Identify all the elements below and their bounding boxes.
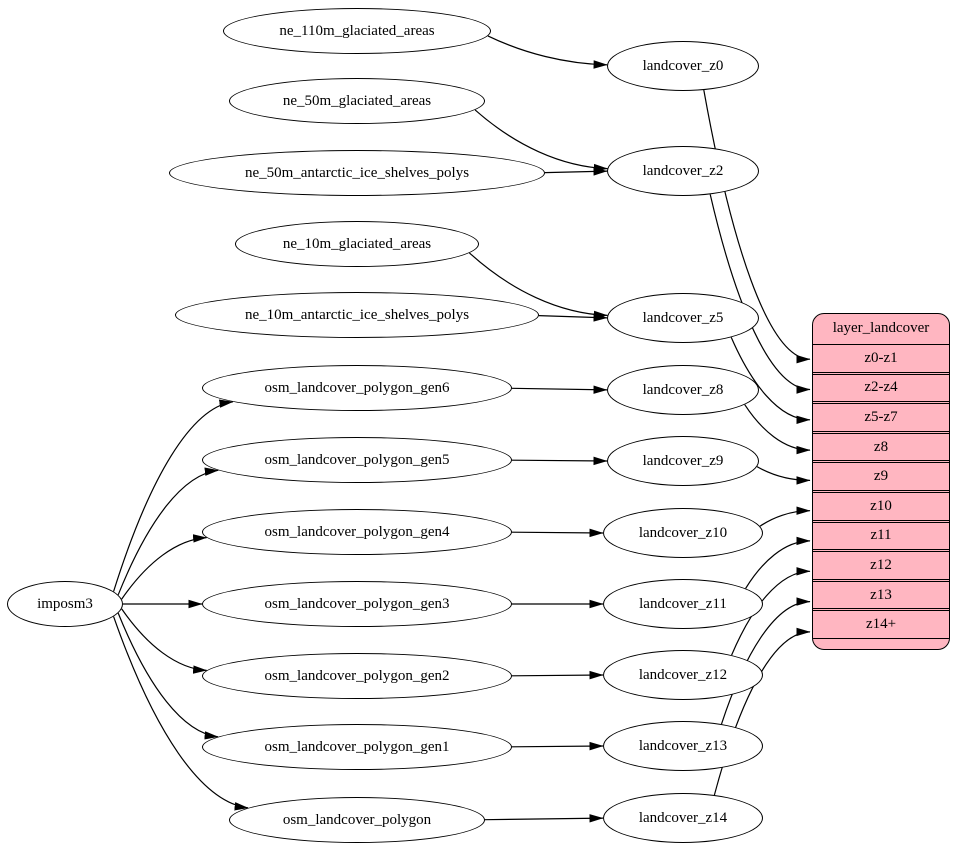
node-label: ne_10m_glaciated_areas — [282, 235, 432, 252]
edge-imposm3-osm_landcover_polygon_gen5 — [117, 467, 219, 596]
node-landcover_z11: landcover_z11 — [603, 579, 763, 629]
edge-ne_110m_glaciated_areas-landcover_z0 — [487, 35, 608, 69]
edge-landcover_z8-layer_landcover-z8 — [744, 404, 811, 455]
edge-ne_50m_glaciated_areas-landcover_z2 — [474, 109, 608, 173]
node-label: imposm3 — [37, 595, 93, 612]
node-imposm3: imposm3 — [7, 581, 123, 627]
node-label: osm_landcover_polygon_gen1 — [264, 738, 450, 755]
node-landcover_z13: landcover_z13 — [603, 721, 763, 771]
node-landcover_z8: landcover_z8 — [607, 365, 759, 415]
node-label: landcover_z9 — [642, 452, 724, 469]
node-osm_landcover_polygon_gen4: osm_landcover_polygon_gen4 — [202, 509, 512, 555]
edge-osm_landcover_polygon_gen4-landcover_z10 — [511, 528, 604, 538]
edge-ne_10m_antarctic_ice_shelves_polys-landcover_z5 — [538, 313, 608, 322]
node-label: landcover_z14 — [638, 809, 728, 826]
node-label: osm_landcover_polygon_gen3 — [264, 595, 450, 612]
edge-landcover_z0-layer_landcover-z0-z1 — [703, 89, 811, 364]
node-label: landcover_z5 — [642, 309, 724, 326]
node-label: landcover_z0 — [642, 57, 724, 74]
table-row-z8: z8 — [813, 432, 949, 462]
node-osm_landcover_polygon_gen5: osm_landcover_polygon_gen5 — [202, 437, 512, 483]
node-landcover_z14: landcover_z14 — [603, 793, 763, 843]
table-row-z11: z11 — [813, 521, 949, 551]
edge-ne_10m_glaciated_areas-landcover_z5 — [468, 252, 608, 320]
edge-imposm3-osm_landcover_polygon_gen2 — [121, 608, 208, 674]
node-landcover_z10: landcover_z10 — [603, 508, 763, 558]
node-label: landcover_z12 — [638, 666, 728, 683]
node-label: osm_landcover_polygon_gen5 — [264, 451, 450, 468]
table-row-z0-z1: z0-z1 — [813, 344, 949, 373]
node-osm_landcover_polygon_gen1: osm_landcover_polygon_gen1 — [202, 724, 512, 770]
node-ne_10m_glaciated_areas: ne_10m_glaciated_areas — [235, 221, 479, 267]
node-landcover_z9: landcover_z9 — [607, 436, 759, 486]
edge-osm_landcover_polygon-landcover_z14 — [484, 814, 604, 823]
node-label: osm_landcover_polygon_gen4 — [264, 523, 450, 540]
node-ne_10m_antarctic_ice_shelves_polys: ne_10m_antarctic_ice_shelves_polys — [175, 292, 539, 338]
node-landcover_z0: landcover_z0 — [607, 41, 759, 91]
node-label: landcover_z13 — [638, 737, 728, 754]
node-label: landcover_z2 — [642, 162, 724, 179]
table-row-z5-z7: z5-z7 — [813, 403, 949, 432]
node-landcover_z2: landcover_z2 — [607, 146, 759, 196]
node-osm_landcover_polygon_gen2: osm_landcover_polygon_gen2 — [202, 653, 512, 699]
edge-osm_landcover_polygon_gen2-landcover_z12 — [511, 670, 604, 680]
table-row-z9: z9 — [813, 462, 949, 491]
edge-landcover_z13-layer_landcover-z13 — [720, 597, 811, 725]
edge-landcover_z9-layer_landcover-z9 — [756, 466, 811, 485]
edge-imposm3-osm_landcover_polygon_gen1 — [117, 612, 219, 740]
edge-osm_landcover_polygon_gen6-landcover_z8 — [511, 385, 608, 394]
edge-landcover_z10-layer_landcover-z10 — [759, 506, 811, 527]
node-label: osm_landcover_polygon — [282, 811, 432, 828]
table-row-z2-z4: z2-z4 — [813, 373, 949, 403]
edge-landcover_z11-layer_landcover-z11 — [745, 536, 811, 589]
node-label: ne_110m_glaciated_areas — [279, 22, 435, 39]
table-title: layer_landcover — [832, 320, 930, 336]
node-landcover_z5: landcover_z5 — [607, 293, 759, 343]
node-ne_50m_glaciated_areas: ne_50m_glaciated_areas — [229, 78, 485, 124]
node-label: osm_landcover_polygon_gen2 — [264, 667, 450, 684]
edge-ne_50m_antarctic_ice_shelves_polys-landcover_z2 — [544, 167, 608, 176]
edge-landcover_z12-layer_landcover-z12 — [731, 567, 811, 656]
node-label: ne_10m_antarctic_ice_shelves_polys — [244, 306, 470, 323]
node-osm_landcover_polygon_gen3: osm_landcover_polygon_gen3 — [202, 581, 512, 627]
table-row-z10: z10 — [813, 491, 949, 521]
edge-landcover_z5-layer_landcover-z5-z7 — [730, 337, 811, 424]
node-ne_50m_antarctic_ice_shelves_polys: ne_50m_antarctic_ice_shelves_polys — [169, 150, 545, 196]
node-osm_landcover_polygon: osm_landcover_polygon — [229, 797, 485, 843]
edge-imposm3-osm_landcover_polygon_gen4 — [121, 534, 208, 600]
table-row-z14+: z14+ — [813, 610, 949, 639]
node-label: ne_50m_glaciated_areas — [282, 92, 432, 109]
node-landcover_z12: landcover_z12 — [603, 650, 763, 700]
edge-landcover_z2-layer_landcover-z2-z4 — [709, 194, 811, 394]
node-label: landcover_z11 — [639, 595, 727, 612]
edge-imposm3-osm_landcover_polygon_gen6 — [113, 399, 234, 592]
edge-osm_landcover_polygon_gen5-landcover_z9 — [511, 456, 608, 466]
table-row-z13: z13 — [813, 580, 949, 610]
node-osm_landcover_polygon_gen6: osm_landcover_polygon_gen6 — [202, 365, 512, 411]
node-ne_110m_glaciated_areas: ne_110m_glaciated_areas — [223, 8, 491, 54]
table-row-z12: z12 — [813, 551, 949, 580]
node-label: ne_50m_antarctic_ice_shelves_polys — [244, 164, 470, 181]
edge-osm_landcover_polygon_gen1-landcover_z13 — [511, 741, 604, 751]
edge-imposm3-osm_landcover_polygon — [113, 616, 249, 811]
node-label: landcover_z10 — [638, 524, 728, 541]
node-label: osm_landcover_polygon_gen6 — [264, 379, 450, 396]
node-label: landcover_z8 — [642, 381, 724, 398]
